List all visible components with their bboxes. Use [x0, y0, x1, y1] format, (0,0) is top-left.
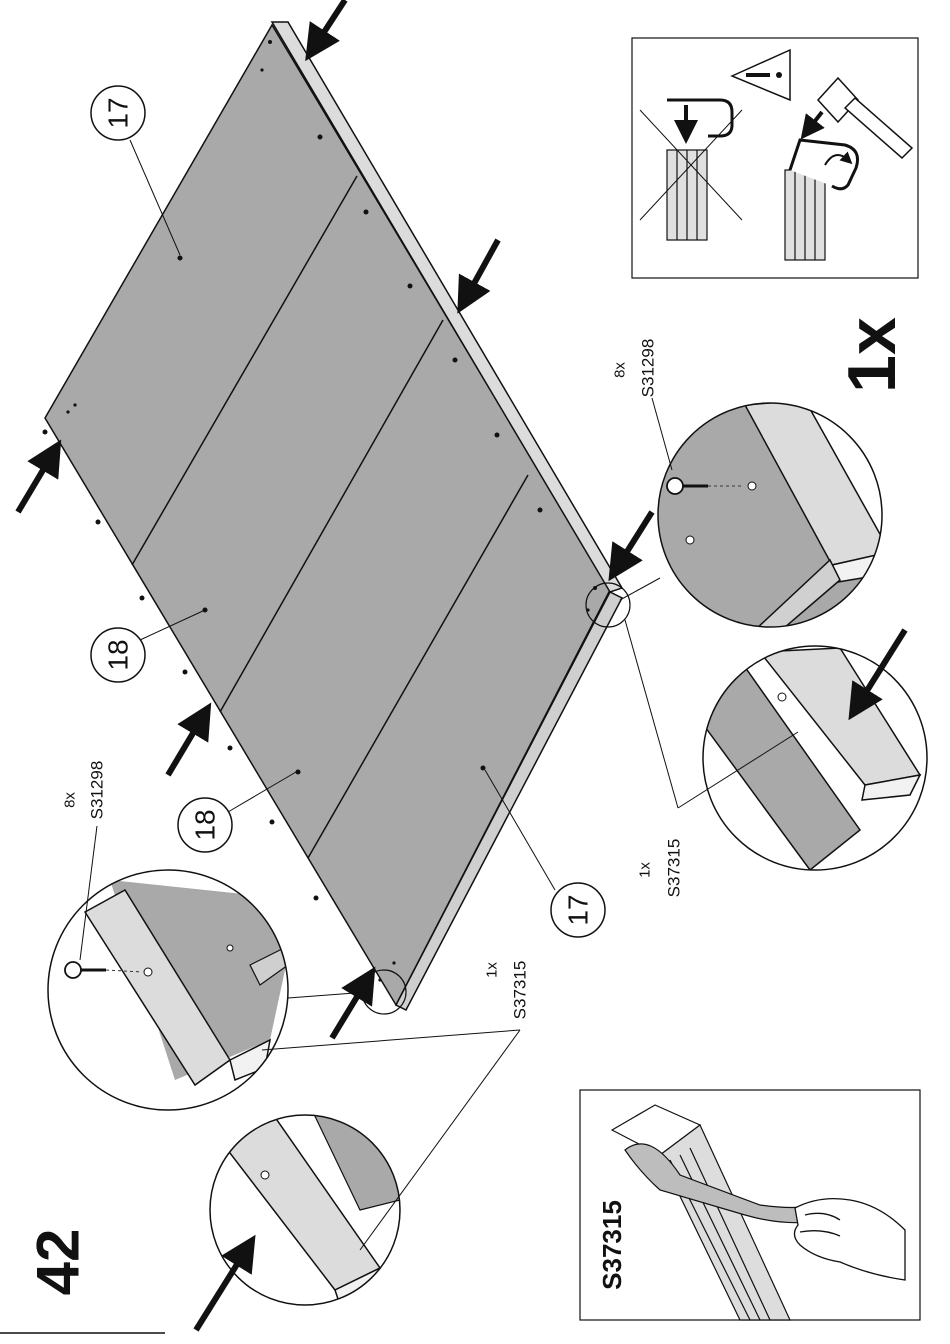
- svg-text:8x: 8x: [62, 792, 79, 808]
- tape-box: S37315: [580, 1090, 920, 1320]
- svg-text:1x: 1x: [484, 962, 501, 978]
- detail-profile-right: [700, 630, 930, 880]
- svg-text:S31298: S31298: [88, 761, 107, 820]
- fitting-label-profile-left: 1x S37315: [484, 961, 530, 1020]
- warning-box: [632, 38, 918, 278]
- svg-text:17: 17: [563, 894, 594, 925]
- leader-line: [652, 398, 672, 470]
- svg-text:S37315: S37315: [511, 961, 530, 1020]
- fitting-label-screw-left: 8x S31298: [62, 761, 107, 820]
- tape-code-label: S37315: [597, 1200, 627, 1290]
- step-number: 42: [25, 1229, 92, 1296]
- bed-board: [45, 22, 622, 1010]
- svg-text:1x: 1x: [637, 862, 654, 878]
- svg-text:S31298: S31298: [639, 339, 658, 398]
- svg-text:S37315: S37315: [665, 839, 684, 898]
- arrow-icon: [196, 1250, 246, 1330]
- svg-text:17: 17: [103, 97, 134, 128]
- detail-screw-right: [650, 400, 900, 640]
- multiplier-label: 1x: [834, 317, 910, 393]
- svg-text:8x: 8x: [612, 362, 629, 378]
- fitting-label-profile-right: 1x S37315: [637, 839, 684, 898]
- svg-text:18: 18: [103, 639, 134, 670]
- svg-text:18: 18: [190, 809, 221, 840]
- fitting-label-screw-top: 8x S31298: [612, 339, 658, 398]
- detail-screw-left: [45, 870, 300, 1110]
- detail-profile-left: [196, 1085, 420, 1330]
- leader-line: [620, 578, 660, 600]
